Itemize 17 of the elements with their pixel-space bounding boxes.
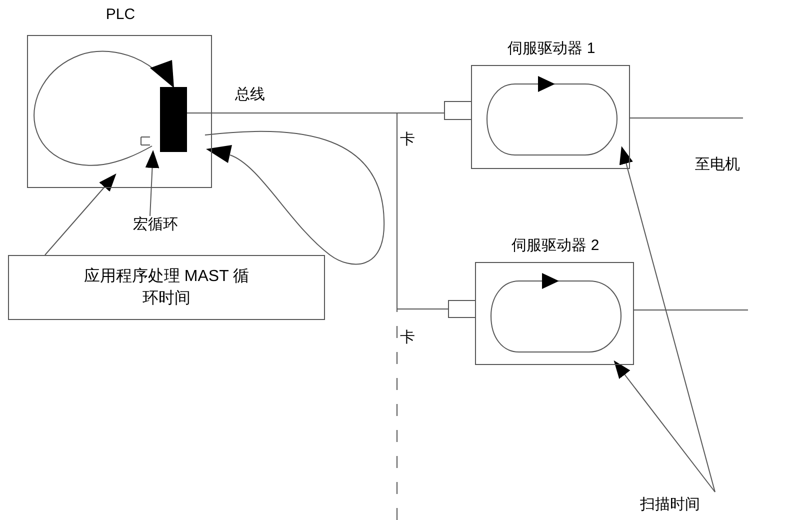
card-box [444,101,472,120]
box-text: 应用程序处理 MAST 循环时间 [82,266,250,309]
callout-text: 扫描时间 [640,496,700,514]
card-label: 卡 [400,131,415,149]
edge-label: 总线 [235,86,265,104]
arrow [614,360,716,492]
card-box [448,300,476,318]
box-heading: 伺服驱动器 2 [510,237,600,255]
callout-text: 宏循环 [133,216,178,234]
arrow [145,150,160,216]
box-heading: PLC [104,6,136,24]
arrow [619,146,716,492]
annotation-text: 至电机 [695,156,740,174]
card-label: 卡 [400,329,415,347]
box-heading: 伺服驱动器 1 [506,40,596,58]
task-box [8,255,325,320]
arrow [44,174,116,256]
